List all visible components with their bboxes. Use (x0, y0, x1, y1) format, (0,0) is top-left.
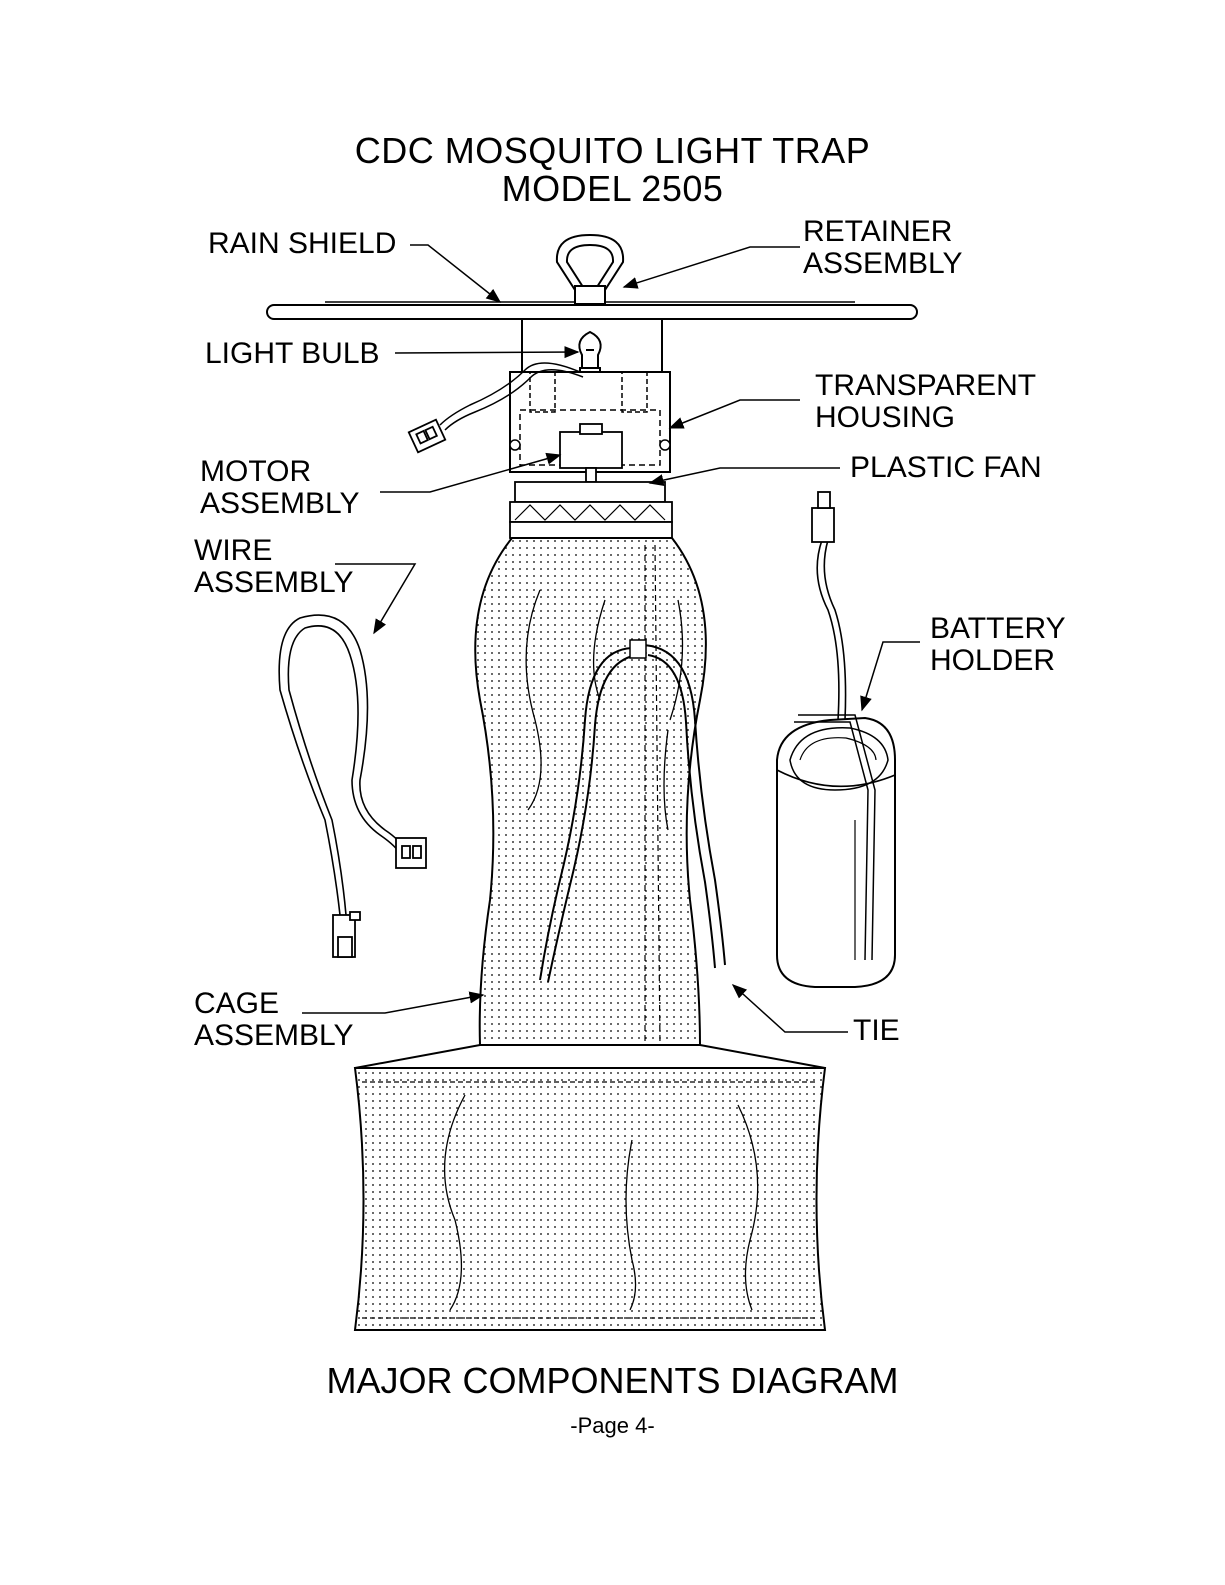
battery-wire (817, 540, 845, 720)
upper-cage (475, 538, 725, 1045)
diagram-title-line1: CDC MOSQUITO LIGHT TRAP (0, 132, 1225, 170)
leader-housing (670, 400, 800, 428)
wire-connector-female (396, 838, 426, 868)
label-retainer-assembly: RETAINER ASSEMBLY (803, 216, 963, 280)
leader-light-bulb (395, 352, 578, 353)
label-wire-assembly: WIRE ASSEMBLY (194, 535, 354, 599)
diagram-caption: MAJOR COMPONENTS DIAGRAM (0, 1360, 1225, 1402)
leader-tie (733, 985, 848, 1032)
plastic-fan (510, 482, 672, 538)
label-plastic-fan: PLASTIC FAN (850, 452, 1042, 484)
wire-assembly (279, 615, 405, 915)
label-battery-holder: BATTERY HOLDER (930, 613, 1066, 677)
leader-battery (862, 642, 920, 710)
label-light-bulb: LIGHT BULB (205, 338, 380, 370)
label-cage-assembly: CAGE ASSEMBLY (194, 988, 354, 1052)
page-number: -Page 4- (0, 1413, 1225, 1439)
battery-holder (777, 715, 895, 987)
retainer-assembly (557, 235, 623, 304)
label-rain-shield: RAIN SHIELD (208, 228, 396, 260)
leader-rain-shield (410, 245, 500, 302)
leader-fan (650, 468, 840, 483)
motor-assembly (560, 424, 622, 482)
label-motor-assembly: MOTOR ASSEMBLY (200, 456, 360, 520)
label-tie: TIE (853, 1015, 900, 1047)
lower-cage (355, 1045, 825, 1330)
battery-connector (812, 492, 834, 542)
leader-retainer (624, 247, 800, 287)
diagram-title-line2: MODEL 2505 (0, 170, 1225, 208)
label-transparent-housing: TRANSPARENT HOUSING (815, 370, 1036, 434)
wire-connector-male (333, 912, 360, 957)
